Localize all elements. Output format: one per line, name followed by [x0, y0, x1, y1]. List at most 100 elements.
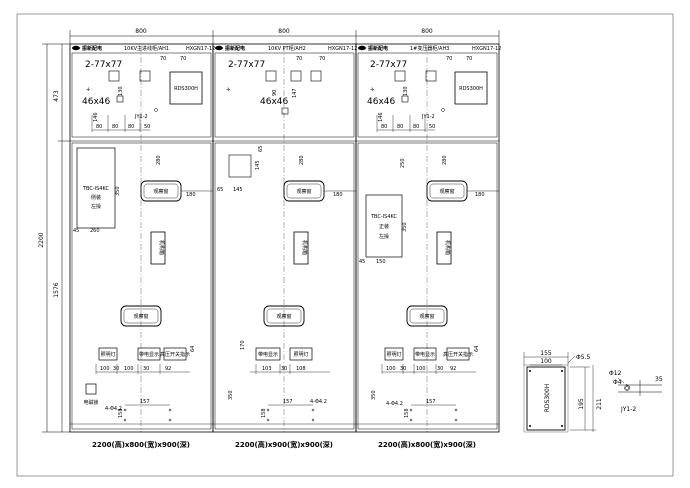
crosshair-icon: ✛: [226, 87, 231, 93]
panel-1-switch-indicator-label: 高压开关指示: [160, 351, 190, 358]
panel-3-switch-indicator-label: 高压开关指示: [443, 351, 473, 358]
panel-3-window-upper-label: 观察窗: [439, 188, 454, 195]
detail-length: 35: [655, 376, 663, 383]
panel-1-dim-g: 146: [93, 112, 99, 122]
panel-2-caption: 2200(高)x900(宽)x900(深): [235, 440, 333, 449]
panel-2-lamp-label: 照明灯: [293, 351, 308, 358]
panel-3-box-line-2: 正装: [379, 223, 389, 230]
panel-1-meter-cutout: 2-77x77: [85, 60, 122, 70]
panel-1-box-dim-c: 45: [73, 228, 79, 234]
panel-3-box-dim-d: 250: [400, 158, 406, 168]
meter-1: [108, 70, 120, 82]
panel-1-bdim-b: 30: [113, 366, 119, 372]
panel-2-meter-cutout: 2-77x77: [228, 60, 265, 70]
panel-1-box-dim-b: 260: [90, 228, 100, 234]
panel-3-meter-cutout: 2-77x77: [370, 60, 407, 70]
panel-2-square-cutout: [228, 154, 252, 178]
panel-1-switch-indicator: [163, 347, 187, 361]
panel-3-box-dim-c: 45: [359, 259, 365, 265]
panel-1-dim-e: 80: [128, 124, 134, 130]
panel-3-lamp: [384, 347, 404, 361]
panel-1-bdim-d: 30: [143, 366, 149, 372]
panel-1-ldim-a: 157: [140, 399, 150, 405]
panel-3-brand: 振新配电: [368, 45, 388, 52]
dim-top-height: 473: [53, 90, 60, 102]
panel-1-ldim-b: 4-Φ4.2: [105, 406, 122, 412]
panel-2-sq-dim-c: 65: [217, 187, 223, 193]
detail-jy-label: JY1-2: [620, 406, 636, 413]
panel-1-relay-box: [169, 71, 203, 105]
panel-3-ldim-d: 158: [404, 408, 410, 418]
panel-3-window-lower: [406, 305, 448, 327]
panel-1-box-dim-a: 350: [115, 186, 121, 196]
panel-1-box-line-2: 侧装: [91, 194, 101, 201]
panel-1-brand: 振新配电: [82, 45, 102, 52]
panel-1-window-top: 280: [156, 155, 162, 165]
panel-2-dim-c: 147: [292, 88, 298, 98]
panel-2-model: HXGN17-12: [328, 46, 357, 52]
panel-2-live-display-label: 带电显示: [258, 351, 278, 358]
panel-2-sq-dim-b: 145: [255, 160, 261, 170]
panel-1-hole: 46x46: [82, 97, 111, 107]
panel-2-window-upper-label: 观察窗: [296, 188, 311, 195]
panel-2-brand: 振新配电: [225, 45, 245, 52]
panel-1-caption: 2200(高)x800(宽)x900(深): [92, 440, 190, 449]
panel-3-jy-icon: [441, 108, 445, 112]
detail-dia-2: Φ4: [613, 379, 622, 386]
crosshair-icon: ✛: [86, 87, 91, 93]
panel-3-bdim-d: 30: [437, 366, 443, 372]
detail-width-1: 155: [540, 350, 552, 357]
panel-2-ldim-d: 158: [261, 408, 267, 418]
panel-1-bdim-a: 100: [100, 366, 110, 372]
panel-3-dim-h: 130: [403, 86, 409, 96]
panel-1-lamp-label: 照明灯: [100, 351, 115, 358]
panel-1-bdim-f: 64: [190, 346, 196, 352]
panel-2-lamp: [289, 347, 313, 361]
dim-bottom-height: 1576: [53, 282, 60, 297]
panel-1-dim-d: 80: [112, 124, 118, 130]
panel-3-mech-box: [436, 231, 452, 265]
panel-3-caption: 2200(高)x800(宽)x900(深): [378, 440, 476, 449]
panel-3-dim-a: 70: [446, 56, 452, 62]
crosshair-icon: ✛: [370, 87, 375, 93]
relay-detail: RDS300H 155 100 Φ5.5 195 211: [523, 350, 603, 433]
meter-2: [290, 70, 302, 82]
detail-height-1: 195: [578, 398, 585, 410]
panel-3-bdim-a: 100: [386, 366, 396, 372]
panel-3-dim-g: 146: [378, 112, 384, 122]
panel-2-ldim-c: 350: [228, 390, 234, 400]
panel-3-hole: 46x46: [367, 97, 396, 107]
panel-3-dim-b: 70: [466, 56, 472, 62]
meter-3: [310, 70, 322, 82]
panel-3-dim-c: 80: [381, 124, 387, 130]
panel-3-bdim-b: 30: [400, 366, 406, 372]
panel-1-lock-label: 电磁锁: [83, 399, 98, 406]
panel-1-mech-label: 机构箱: [158, 240, 165, 255]
panel-1-jy-icon: [154, 108, 158, 112]
panel-2-window-lower-label: 观察窗: [276, 313, 291, 320]
panel-3-ldim-a: 157: [426, 399, 436, 405]
top-width-3: 800: [421, 28, 433, 35]
panel-3-ldim-c: 350: [371, 390, 377, 400]
panel-1-jy: JY1-2: [134, 114, 148, 120]
panel-3-box-dim-a: 350: [402, 222, 408, 232]
panel-2-window-lower: [263, 305, 305, 327]
panel-1-lock: [85, 383, 97, 395]
panel-2-window-width: 180: [333, 192, 343, 198]
panel-1-window-lower: [120, 305, 162, 327]
panel-2-bdim-b: 30: [281, 366, 287, 372]
panel-2-bdim-side: 170: [240, 340, 246, 350]
brand-logo-icon: [215, 45, 223, 51]
panel-3-dim-d: 80: [397, 124, 403, 130]
top-width-1: 800: [135, 28, 147, 35]
detail-relay-label: RDS300H: [544, 384, 551, 413]
panel-3-mech-label: 机构箱: [444, 240, 451, 255]
panel-3-jy: JY1-2: [421, 114, 435, 120]
panel-3-window-top: 280: [442, 155, 448, 165]
panel-2-sq-dim-a: 145: [233, 187, 243, 193]
panel-3-bdim-c: 100: [416, 366, 426, 372]
panel-2-hole: 46x46: [260, 97, 289, 107]
panel-3-relay: RDS300H: [459, 86, 483, 92]
panel-1-window-width: 180: [186, 192, 196, 198]
